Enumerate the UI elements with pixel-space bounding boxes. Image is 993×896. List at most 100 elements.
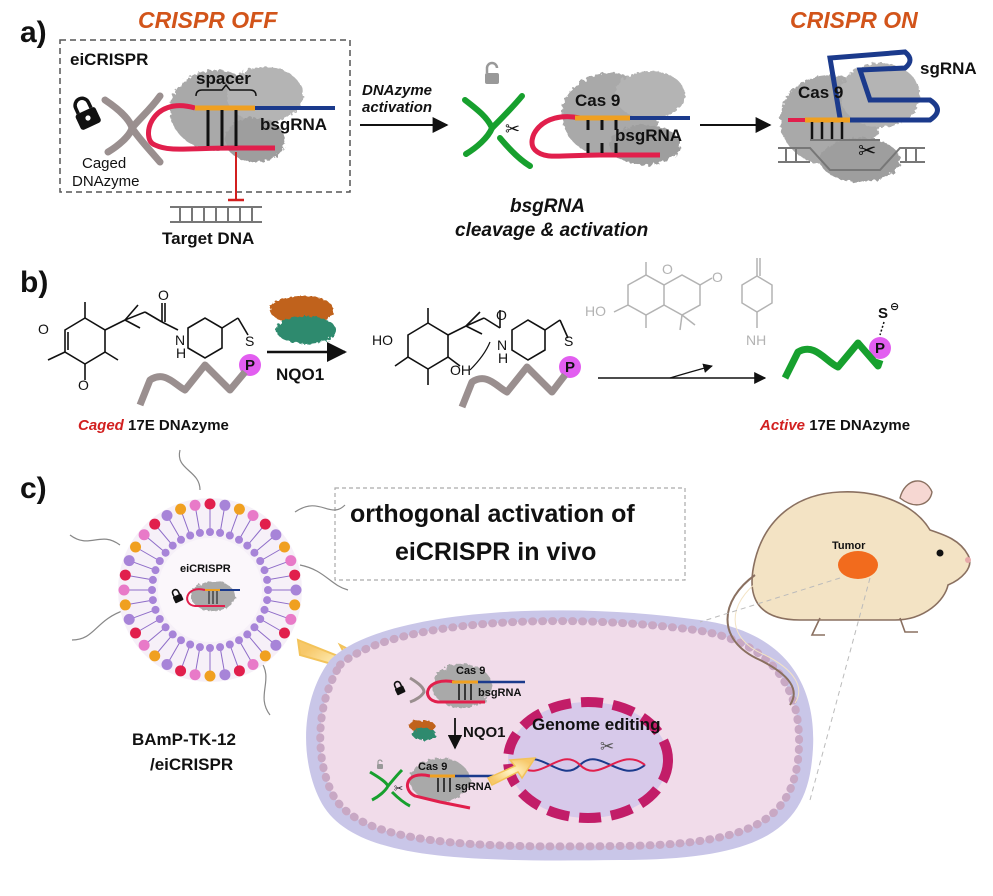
sgrna-label: sgRNA xyxy=(920,59,977,78)
activation-label-line2: activation xyxy=(362,99,432,116)
intermediate-s: S xyxy=(564,333,573,349)
crispr-on-title: CRISPR ON xyxy=(790,7,918,33)
lipid-head xyxy=(285,613,297,625)
caged-phosphate-circle xyxy=(239,354,261,376)
lipid-inner-head xyxy=(161,548,170,557)
lipid-head xyxy=(233,665,245,677)
lipid-inner-head xyxy=(206,528,214,536)
nqo1-protein-icon xyxy=(270,296,336,344)
lipid-head xyxy=(175,665,187,677)
caged-molecule-structure xyxy=(47,302,249,380)
lipid-head xyxy=(123,555,135,567)
cell-cas9-label-top: Cas 9 xyxy=(456,665,485,677)
lipid-head xyxy=(119,599,131,611)
lipid-inner-head xyxy=(148,586,156,594)
intermediate-n: N xyxy=(497,337,507,353)
padlock-icon-cell xyxy=(393,680,406,696)
lipid-head xyxy=(204,670,216,682)
lipid-inner-head xyxy=(216,528,225,537)
lipid-head xyxy=(278,627,290,639)
crispr-off-title: CRISPR OFF xyxy=(138,7,278,33)
lipid-head xyxy=(233,503,245,515)
lipid-head xyxy=(189,499,201,511)
orthogonal-activation-box xyxy=(334,487,686,581)
lipid-inner-head xyxy=(148,596,157,605)
padlock-icon xyxy=(73,96,101,130)
base-pairs-middle xyxy=(586,120,618,153)
caged-nh-n: N xyxy=(175,332,185,348)
nanoparticle-lipid-shell xyxy=(118,498,302,682)
mouse-illustration xyxy=(726,480,971,706)
lipid-inner-head xyxy=(161,623,170,632)
tumor-spot xyxy=(838,551,878,579)
lipid-inner-head xyxy=(148,575,157,584)
lipid-head xyxy=(161,658,173,670)
nanoparticle-tendrils xyxy=(69,449,349,716)
cell-cas9-label-bottom: Cas 9 xyxy=(418,761,447,773)
panel-b-label: b) xyxy=(20,266,48,299)
lipid-head xyxy=(161,510,173,522)
caged-nh-h: H xyxy=(176,345,186,361)
bsgrna-label-left: bsgRNA xyxy=(260,115,327,134)
scissors-icon-middle: ✂ xyxy=(505,119,520,139)
lipid-inner-head xyxy=(195,643,204,652)
lipid-inner-head xyxy=(260,566,269,575)
lipid-head xyxy=(149,650,161,662)
bsgrna-label-middle: bsgRNA xyxy=(615,126,682,145)
lipid-inner-head xyxy=(186,531,195,540)
active-17e-label: Active 17E DNAzyme xyxy=(759,417,910,434)
caged-o-bottom: O xyxy=(78,377,89,393)
nanoparticle-label-line1: BAmP-TK-12 xyxy=(132,730,236,749)
lipid-head xyxy=(138,639,150,651)
lipid-inner-head xyxy=(225,531,234,540)
intermediate-phosphate-circle xyxy=(559,356,581,378)
lipid-head xyxy=(289,569,301,581)
target-dna-icon xyxy=(170,206,262,223)
lipid-inner-head xyxy=(168,630,177,639)
lipid-inner-head xyxy=(168,541,177,550)
red-bsgrna-loop xyxy=(146,103,275,152)
lipid-inner-head xyxy=(216,643,225,652)
caged-dnazyme-shape xyxy=(101,92,164,166)
padlock-icon-nanoparticle xyxy=(171,588,184,604)
lipid-inner-head xyxy=(195,528,204,537)
lipid-inner-head xyxy=(206,644,214,652)
eicrispr-dashed-box xyxy=(59,39,351,193)
lipid-inner-head xyxy=(250,623,259,632)
scissors-icon-right: ✂ xyxy=(858,138,876,163)
lipid-inner-head xyxy=(256,557,265,565)
cleavage-label-line2: cleavage & activation xyxy=(455,220,648,241)
quinone-methide-byproduct xyxy=(741,258,773,328)
caged-o-top: O xyxy=(38,321,49,337)
cas9-label-middle: Cas 9 xyxy=(575,91,620,110)
cell-construct-active xyxy=(369,758,496,810)
zoom-lines xyxy=(699,577,871,801)
lipid-head xyxy=(290,584,302,596)
open-padlock-icon xyxy=(485,61,499,84)
caged-label-line2: DNAzyme xyxy=(72,173,140,190)
cell-sgrna-label: sgRNA xyxy=(455,781,492,793)
intermediate-oh: OH xyxy=(450,362,471,378)
lipid-head xyxy=(130,627,142,639)
nqo1-protein-icon-cell xyxy=(409,720,436,740)
lipid-head xyxy=(219,499,231,511)
lipid-inner-head xyxy=(151,605,160,614)
cas9-label-right: Cas 9 xyxy=(798,83,843,102)
target-dna-label: Target DNA xyxy=(162,229,254,248)
cell-construct-caged xyxy=(409,664,525,708)
spacer-bracket xyxy=(195,83,257,97)
lipid-inner-head xyxy=(264,586,272,594)
lipid-inner-head xyxy=(235,535,243,544)
lipid-inner-head xyxy=(235,636,243,645)
caged-17e-label: Caged 17E DNAzyme xyxy=(78,417,229,434)
lipid-head xyxy=(204,498,216,510)
lipid-head xyxy=(247,510,259,522)
lipid-head xyxy=(130,541,142,553)
lactone-o-carbonyl: O xyxy=(712,269,723,285)
lipid-inner-head xyxy=(256,615,265,623)
open-padlock-icon-cell xyxy=(377,759,383,769)
nqo1-label-cell: NQO1 xyxy=(463,724,506,741)
lipid-head xyxy=(270,529,282,541)
panel-c-label: c) xyxy=(20,472,47,505)
base-pair-lines xyxy=(206,110,238,146)
